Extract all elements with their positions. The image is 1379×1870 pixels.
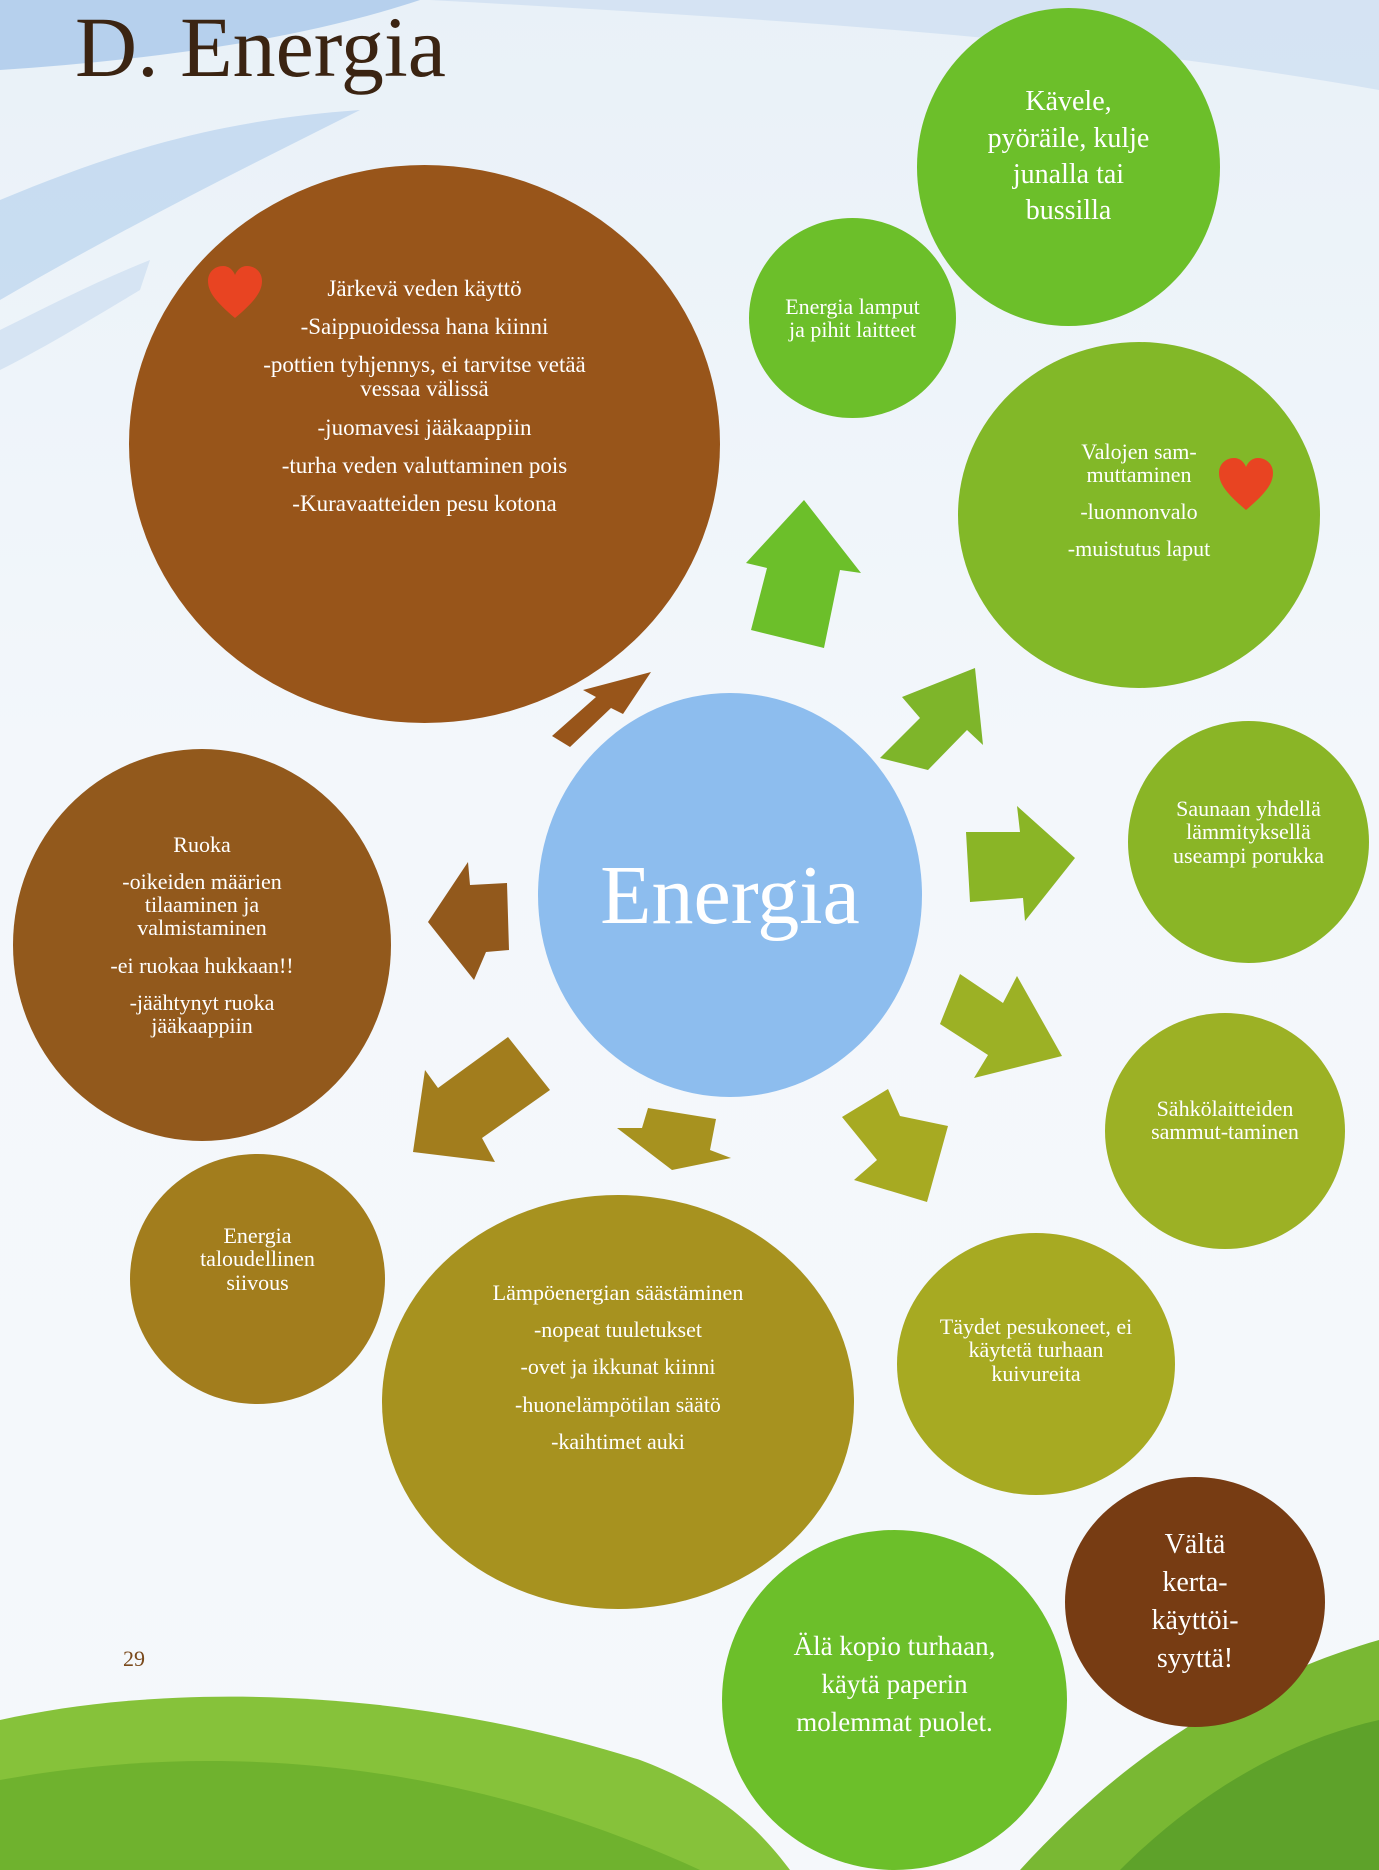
disposable-text: Vältä kerta-käyttöi-syyttä! [1151, 1529, 1239, 1674]
arrow-to-food [428, 862, 509, 980]
devices-text: Sähkölaitteiden sammut-taminen [1151, 1095, 1299, 1144]
bubble-disposable: Vältä kerta-käyttöi-syyttä! [1065, 1477, 1325, 1727]
heat-line: -nopeat tuuletukset [533, 1317, 702, 1343]
copy-text: Älä kopio turhaan, käytä paperin molemma… [793, 1631, 996, 1737]
cleaning-text: Energia taloudellinen siivous [200, 1223, 315, 1295]
lamps-text: Energia lamput ja pihit laitteet [785, 293, 920, 342]
food-line: -ei ruokaa hukkaan!! [110, 952, 294, 978]
lights-heading: Valojen sam-muttaminen [1081, 438, 1197, 487]
lights-line: -muistutus laput [1067, 536, 1211, 562]
heat-heading: Lämpöenergian säästäminen [492, 1280, 744, 1306]
washers-text: Täydet pesukoneet, ei käytetä turhaan ku… [939, 1314, 1133, 1386]
page-title: D. Energia [75, 0, 446, 95]
bubble-energy-lamps: Energia lamput ja pihit laitteet [749, 218, 956, 418]
water-line: -Saippuoidessa hana kiinni [300, 314, 549, 340]
arrow-to-lights [880, 668, 983, 770]
walk-text: Kävele, pyöräile, kulje junalla tai buss… [987, 86, 1150, 227]
center-bubble-energia: Energia [538, 693, 922, 1097]
lights-line: -luonnonvalo [1080, 499, 1198, 524]
page-number: 29 [123, 1646, 145, 1671]
arrow-to-devices [940, 974, 1062, 1078]
arrow-to-washers [842, 1089, 948, 1202]
food-heading: Ruoka [173, 832, 231, 858]
bubble-copying: Älä kopio turhaan, käytä paperin molemma… [722, 1530, 1067, 1870]
food-line: -jäähtynyt ruoka jääkaappiin [129, 989, 275, 1038]
water-line: -turha veden valuttaminen pois [281, 452, 568, 478]
bubble-devices-off: Sähkölaitteiden sammut-taminen [1105, 1013, 1345, 1249]
arrow-to-lamps [746, 500, 861, 648]
bubble-heat-saving: Lämpöenergian säästäminen -nopeat tuulet… [382, 1195, 854, 1609]
bubble-food: Ruoka -oikeiden määrien tilaaminen ja va… [13, 749, 391, 1141]
bubble-walk-cycle: Kävele, pyöräile, kulje junalla tai buss… [917, 8, 1220, 326]
water-line: -juomavesi jääkaappiin [317, 414, 532, 440]
bubble-sauna: Saunaan yhdellä lämmityksellä useampi po… [1128, 721, 1369, 963]
center-label: Energia [600, 848, 860, 942]
water-line: -pottien tyhjennys, ei tarvitse vetää ve… [263, 352, 586, 402]
arrow-to-cleaning [413, 1037, 550, 1162]
heart-icon [208, 266, 262, 318]
heart-icon [1219, 458, 1273, 510]
water-line: -Kuravaatteiden pesu kotona [292, 490, 557, 516]
water-heading: Järkevä veden käyttö [327, 276, 522, 301]
arrow-to-heat [617, 1108, 731, 1170]
bubble-water-usage: Järkevä veden käyttö -Saippuoidessa hana… [129, 165, 720, 723]
heat-line: -ovet ja ikkunat kiinni [520, 1354, 716, 1380]
heat-line: -kaihtimet auki [551, 1428, 685, 1454]
bubble-cleaning: Energia taloudellinen siivous [130, 1154, 385, 1404]
bubble-full-washers: Täydet pesukoneet, ei käytetä turhaan ku… [897, 1233, 1175, 1495]
sauna-text: Saunaan yhdellä lämmityksellä useampi po… [1173, 796, 1324, 868]
heat-line: -huonelämpötilan säätö [515, 1391, 721, 1417]
food-line: -oikeiden määrien tilaaminen ja valmista… [122, 869, 282, 941]
arrow-to-sauna [966, 806, 1075, 921]
arrow-to-water [552, 672, 651, 747]
bubble-lights-off: Valojen sam-muttaminen -luonnonvalo -mui… [958, 342, 1320, 688]
